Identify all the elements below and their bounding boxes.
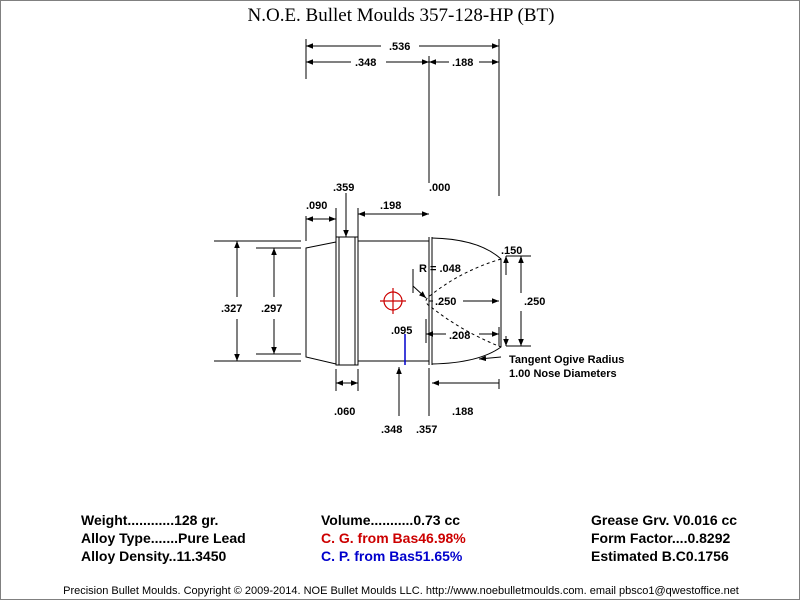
ogive-note-line1: Tangent Ogive Radius (509, 354, 624, 366)
grease-groove-label: .060 (334, 406, 355, 418)
band-diameter-label: .359 (333, 182, 354, 194)
base-inner-diameter-label: .297 (261, 303, 282, 315)
cp-row: C. P. from Bas51.65% (321, 548, 463, 564)
weight-row: Weight............128 gr. (81, 512, 219, 528)
ballistic-coefficient-row: Estimated B.C0.1756 (591, 548, 729, 564)
shank-mark-label: .348 (381, 424, 402, 436)
band-mark-label: .357 (416, 424, 437, 436)
shank-body (358, 240, 429, 362)
meplat-offset-label: .150 (501, 245, 522, 257)
hollow-point-cavity (425, 258, 502, 348)
base-band (305, 241, 337, 365)
page-title: N.O.E. Bullet Moulds 357-128-HP (BT) (247, 5, 555, 26)
hp-depth-label: .208 (449, 330, 470, 342)
volume-row: Volume...........0.73 cc (321, 512, 461, 528)
nose-start-label: .000 (429, 182, 450, 194)
top-dimensions (305, 39, 500, 241)
nose-dimensions (412, 255, 531, 362)
hp-radius-label: R = .048 (419, 263, 461, 275)
base-diameter-label: .327 (221, 303, 242, 315)
stats-right: Grease Grv. V0.016 cc Form Factor....0.8… (591, 511, 737, 565)
cg-row: C. G. from Bas46.98% (321, 530, 466, 546)
grease-groove-volume-row: Grease Grv. V0.016 cc (591, 512, 738, 528)
overall-length-label: .536 (389, 41, 410, 53)
driving-band-inner (338, 236, 356, 366)
bottom-dimensions (335, 367, 500, 416)
cg-offset-label: .095 (391, 325, 412, 337)
alloy-type-row: Alloy Type.......Pure Lead (81, 530, 246, 546)
hp-diameter-label: .250 (435, 296, 456, 308)
nose-mark-label: .188 (452, 406, 473, 418)
copyright-footer: Precision Bullet Moulds. Copyright © 200… (63, 585, 739, 597)
bullet-outline (305, 236, 502, 366)
base-band-length-label: .090 (306, 200, 327, 212)
alloy-density-row: Alloy Density..11.3450 (81, 548, 227, 564)
ogive-note-line2: 1.00 Nose Diameters (509, 368, 617, 380)
shank-length-label: .348 (355, 57, 376, 69)
left-dimensions (214, 240, 301, 362)
stats-left: Weight............128 gr. Alloy Type....… (81, 511, 246, 565)
nose-length-label: .188 (452, 57, 473, 69)
nose-diameter-label: .250 (524, 296, 545, 308)
stats-middle: Volume...........0.73 cc C. G. from Bas4… (321, 511, 466, 565)
form-factor-row: Form Factor....0.8292 (591, 530, 731, 546)
cg-marker (380, 288, 406, 314)
body-length-label: .198 (380, 200, 401, 212)
nose-ogive (431, 237, 502, 365)
